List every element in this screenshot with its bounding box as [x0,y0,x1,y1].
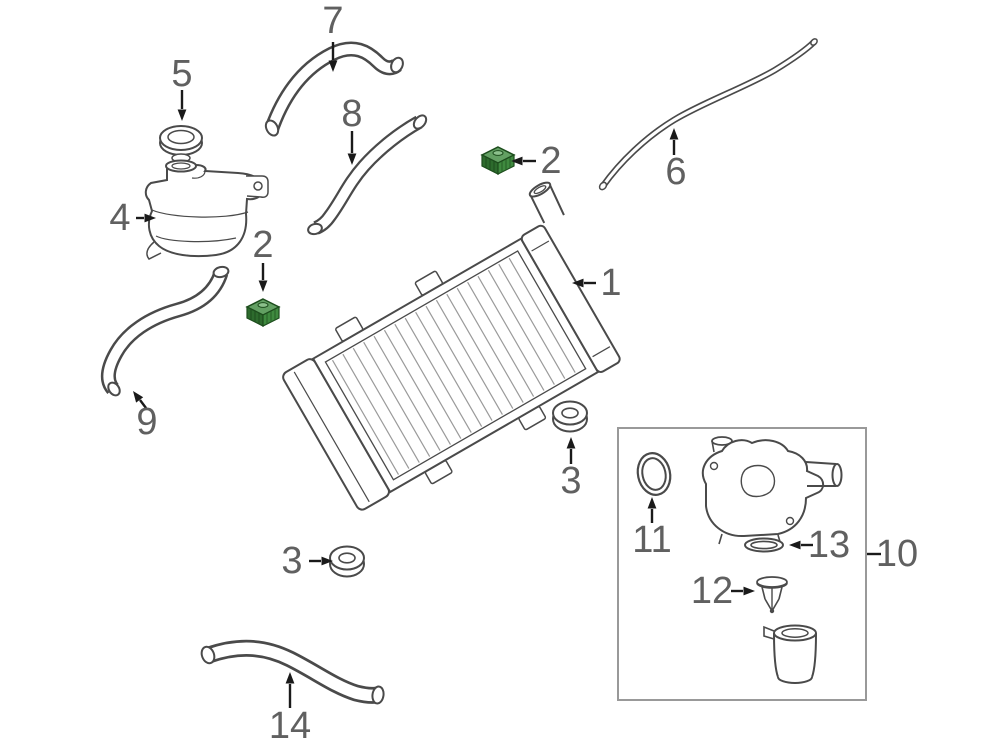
callout-label-o-ring: 11 [632,519,672,561]
hose-bottom [200,639,385,705]
reservoir-cap [159,125,203,163]
callout-label-hose-left: 9 [136,401,158,443]
callout-label-grommet-right: 3 [560,460,582,502]
radiator-fins [331,257,576,475]
arrow-thermostat [731,586,755,596]
callout-label-reservoir: 4 [109,197,131,239]
arrow-mount-left [258,263,268,292]
callout-label-thermostat: 12 [690,570,734,612]
arrow-radiator [572,278,596,288]
hose-upper-right [598,38,818,191]
callout-label-mount-upper: 2 [540,140,562,182]
arrow-mount-upper [511,156,536,166]
hose-upper-middle [307,114,428,236]
o-ring [636,452,672,496]
thermostat-housing [701,436,843,546]
arrow-gasket [789,540,813,550]
callout-label-radiator: 1 [600,262,622,304]
callout-label-reservoir-cap: 5 [171,53,193,95]
callout-label-grommet-lower: 3 [281,540,303,582]
arrow-grommet-lower [309,556,333,566]
callout-label-hose-top: 7 [322,0,344,42]
callout-arrows [133,42,881,708]
arrow-o-ring [647,497,657,523]
callout-label-hose-upper-middle: 8 [341,93,363,135]
hose-upper-top [264,41,404,137]
arrow-hose-bottom [285,672,295,708]
callout-label-gasket: 13 [807,524,851,566]
radiator-mount-upper [480,146,516,175]
thermostat [756,576,788,614]
coolant-reservoir [144,159,269,260]
callout-label-thermostat-group: 10 [875,533,919,575]
lower-housing [763,624,817,684]
radiator [282,181,621,511]
callout-label-hose-bottom: 14 [268,705,312,747]
radiator-mount-left [245,298,281,327]
gasket-ring [744,537,784,553]
arrow-reservoir-cap [177,90,187,121]
grommet-lower [329,545,365,578]
arrow-hose-upper-right [669,128,679,155]
arrow-hose-left [133,391,147,409]
callout-label-hose-upper-right: 6 [665,151,687,193]
hose-left [101,265,230,397]
arrow-reservoir [136,213,156,223]
callout-label-mount-left: 2 [252,224,274,266]
thermostat-group-box [617,427,867,701]
arrow-hose-top [328,42,338,72]
arrow-hose-upper-middle [347,131,357,165]
arrow-grommet-right [566,437,576,464]
grommet-right [552,400,588,433]
